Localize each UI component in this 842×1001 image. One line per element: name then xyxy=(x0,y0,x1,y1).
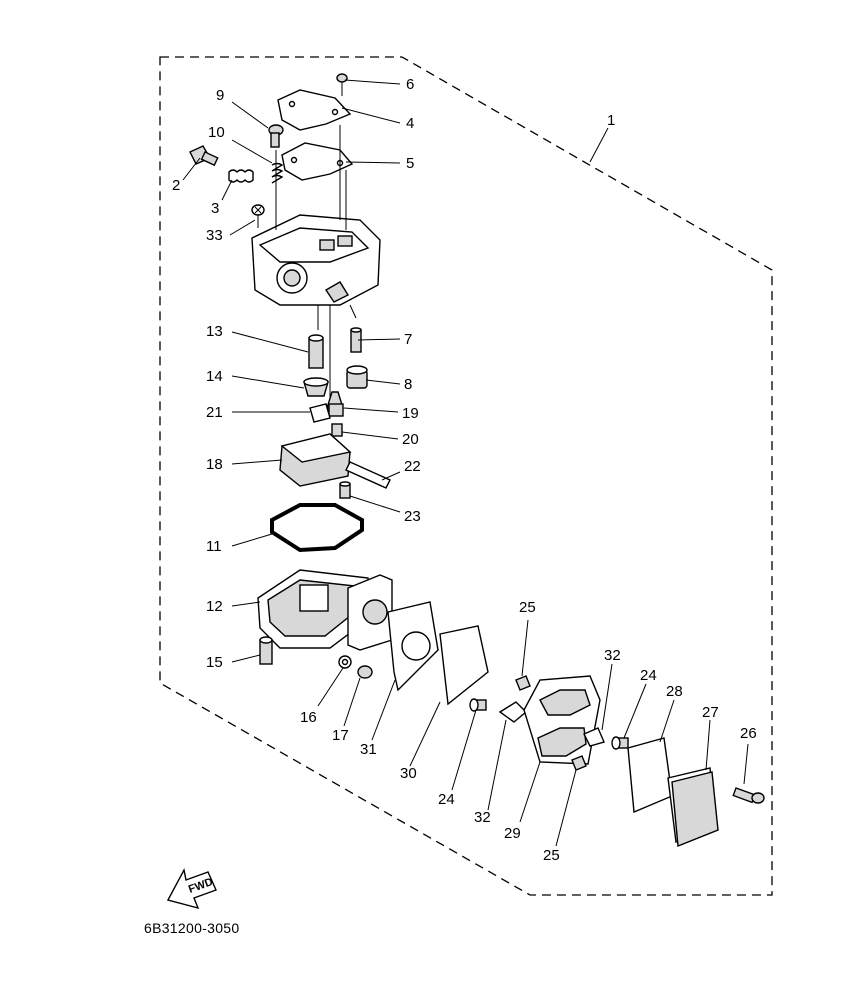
callout-2: 2 xyxy=(172,177,180,194)
part-29-pump-body xyxy=(523,675,601,765)
callout-22: 22 xyxy=(404,458,421,475)
part-19-needle-valve xyxy=(326,391,344,417)
callout-12: 12 xyxy=(206,598,223,615)
leader-lines xyxy=(182,79,749,847)
callout-23: 23 xyxy=(404,508,421,525)
part-18-float xyxy=(279,433,352,487)
part-6-screw xyxy=(336,73,348,96)
callout-6: 6 xyxy=(406,76,414,93)
callout-32-upper: 32 xyxy=(604,647,621,664)
part-25-nut-top xyxy=(515,675,531,691)
part-25-nut-bottom xyxy=(571,755,587,771)
part-23-screw xyxy=(339,481,351,499)
part-4-cover-gasket xyxy=(277,89,352,131)
callout-33: 33 xyxy=(206,227,223,244)
callout-5: 5 xyxy=(406,155,414,172)
callout-29: 29 xyxy=(504,825,521,842)
callout-8: 8 xyxy=(404,376,412,393)
part-3-spring xyxy=(228,169,254,183)
part-27-pump-cover xyxy=(667,767,719,847)
part-12-float-bowl xyxy=(257,569,393,651)
part-9-pilot-screw xyxy=(268,124,284,148)
fwd-arrow-icon: FWD xyxy=(166,867,217,910)
part-33-screw xyxy=(251,204,265,228)
callout-11: 11 xyxy=(206,538,222,555)
part-20-screw xyxy=(331,423,343,437)
assembly-guide-line xyxy=(317,304,357,400)
part-17-screw xyxy=(357,665,373,679)
callout-9: 9 xyxy=(216,87,224,104)
callout-3: 3 xyxy=(211,200,219,217)
callout-25-bottom: 25 xyxy=(543,847,560,864)
callout-24-lower: 24 xyxy=(438,791,455,808)
callout-32-lower: 32 xyxy=(474,809,491,826)
callout-14: 14 xyxy=(206,368,223,385)
callout-15: 15 xyxy=(206,654,223,671)
callout-27: 27 xyxy=(702,704,719,721)
part-21-clip xyxy=(309,403,331,423)
part-32-valve-left xyxy=(498,701,528,723)
part-24-check-valve-right xyxy=(611,736,629,750)
callout-31: 31 xyxy=(360,741,377,758)
part-30-diaphragm xyxy=(439,625,489,706)
part-22-float-pin xyxy=(345,461,391,489)
callout-7: 7 xyxy=(404,331,412,348)
part-1-carburetor-body xyxy=(251,214,381,306)
part-2-throttle-screw xyxy=(189,145,219,167)
part-31-gasket xyxy=(387,601,439,692)
callout-19: 19 xyxy=(402,405,419,422)
part-5-diaphragm-gasket xyxy=(281,142,354,181)
part-11-float-bowl-gasket xyxy=(270,503,364,553)
part-7-pilot-jet xyxy=(350,327,362,353)
callout-labels: 1 2 3 4 5 6 7 8 9 10 11 12 13 14 15 16 1… xyxy=(172,76,757,864)
part-32-valve-right xyxy=(583,727,605,747)
part-13-main-nozzle xyxy=(308,334,324,369)
callout-30: 30 xyxy=(400,765,417,782)
callout-24-upper: 24 xyxy=(640,667,657,684)
callout-21: 21 xyxy=(206,404,223,421)
callout-13: 13 xyxy=(206,323,223,340)
callout-28: 28 xyxy=(666,683,683,700)
part-8-plug xyxy=(346,365,368,389)
part-24-check-valve xyxy=(469,698,487,712)
callout-20: 20 xyxy=(402,431,419,448)
callout-1: 1 xyxy=(607,112,615,129)
callout-16: 16 xyxy=(300,709,317,726)
diagram-reference-code: 6B31200-3050 xyxy=(144,920,240,936)
assembly-boundary xyxy=(159,56,773,896)
part-15-drain-screw xyxy=(259,636,273,665)
callout-25-top: 25 xyxy=(519,599,536,616)
callout-18: 18 xyxy=(206,456,223,473)
callout-10: 10 xyxy=(208,124,225,141)
part-16-washer xyxy=(338,655,352,669)
callout-26: 26 xyxy=(740,725,757,742)
part-28-gasket xyxy=(627,737,673,814)
part-14-main-jet xyxy=(303,377,329,397)
part-10-spring xyxy=(271,162,284,184)
part-26-bolt xyxy=(732,787,765,804)
callout-4: 4 xyxy=(406,115,414,132)
callout-17: 17 xyxy=(332,727,349,744)
